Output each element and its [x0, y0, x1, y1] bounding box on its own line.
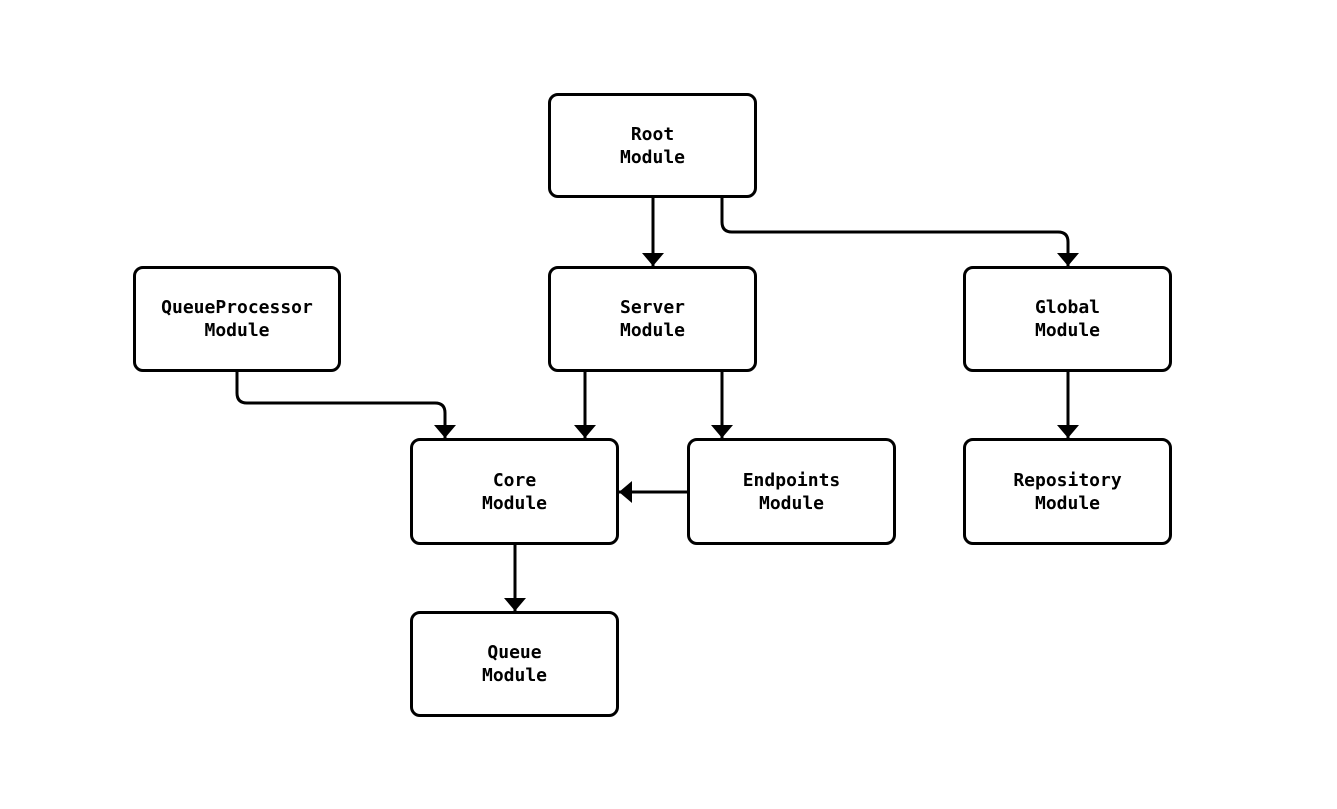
node-label-line: Server [619, 297, 686, 318]
node-label-line: Root [630, 123, 675, 145]
node-label-line: Global [1034, 297, 1101, 318]
node-label-line: Endpoints [742, 469, 841, 491]
node-label-line: Module [481, 492, 548, 514]
edge-queueprocessor-to-core [235, 372, 456, 438]
node-label-line: Module [481, 665, 548, 686]
node-label-line: Module [1034, 320, 1101, 341]
node-label-line: Module [1034, 492, 1101, 514]
node-label-line: Module [204, 320, 270, 341]
node-label-line: Module [758, 492, 825, 514]
edges-group [235, 198, 1079, 611]
node-label-line: Module [619, 146, 686, 168]
node-label-line: Core [492, 469, 537, 491]
node-label-line: Repository [1013, 469, 1122, 491]
node-label-line: Queue [487, 642, 542, 663]
edge-root-to-global [720, 198, 1079, 266]
node-label-line: Module [619, 320, 686, 341]
node-label-line: QueueProcessor [161, 297, 313, 318]
